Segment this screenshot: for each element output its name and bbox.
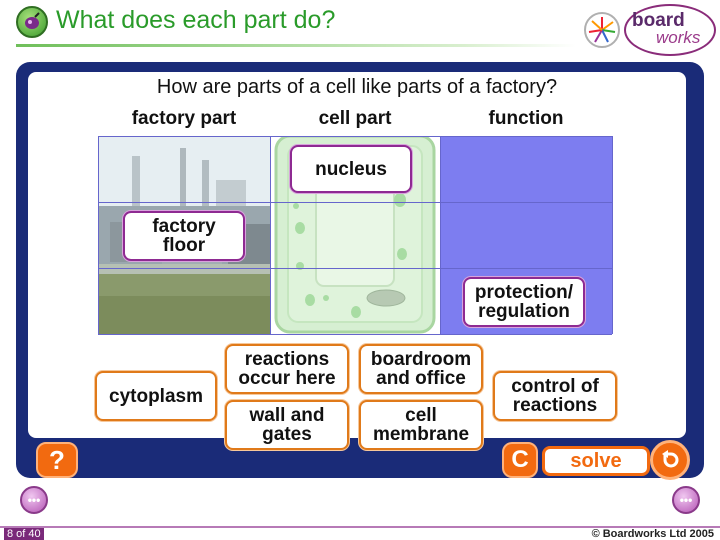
placed-tile-factory-floor[interactable]: factory floor — [123, 211, 245, 261]
grid-line — [440, 136, 441, 334]
title-underline — [16, 44, 576, 47]
footer-rule — [0, 526, 720, 528]
help-button[interactable]: ? — [36, 442, 78, 478]
page-number: 8 of 40 — [4, 528, 44, 540]
tile-cytoplasm[interactable]: cytoplasm — [95, 371, 217, 421]
column-header-function: function — [488, 108, 564, 129]
grid-line — [98, 136, 612, 137]
tile-control-of-reactions[interactable]: control of reactions — [493, 371, 617, 421]
column-header-factory-part: factory part — [131, 108, 237, 129]
grid-line — [612, 136, 613, 334]
logo-word-works: works — [656, 28, 701, 47]
undo-arrow-icon[interactable] — [650, 440, 690, 480]
placed-tile-nucleus[interactable]: nucleus — [290, 145, 412, 193]
grid-line — [98, 334, 612, 335]
tile-cell-membrane[interactable]: cell membrane — [359, 400, 483, 450]
grid-line — [98, 268, 612, 269]
solve-button[interactable]: solve — [542, 446, 650, 476]
previous-slide-button[interactable]: ••• — [20, 486, 48, 514]
cell-icon — [16, 6, 48, 38]
logo-word-board: board — [632, 10, 685, 31]
grid-line — [98, 202, 612, 203]
column-header-cell-part: cell part — [318, 108, 392, 129]
next-slide-button[interactable]: ••• — [672, 486, 700, 514]
reset-button[interactable]: C — [502, 442, 538, 478]
grid-line — [98, 136, 99, 334]
activity-question: How are parts of a cell like parts of a … — [156, 76, 558, 98]
tile-reactions-occur-here[interactable]: reactions occur here — [225, 344, 349, 394]
boardworks-wheel-logo-icon — [584, 12, 620, 48]
placed-tile-protection-regulation[interactable]: protection/ regulation — [463, 277, 585, 327]
grid-line — [270, 136, 271, 334]
boardworks-logo — [624, 4, 716, 56]
tile-wall-and-gates[interactable]: wall and gates — [225, 400, 349, 450]
copyright: © Boardworks Ltd 2005 — [591, 528, 714, 540]
tile-boardroom-and-office[interactable]: boardroom and office — [359, 344, 483, 394]
page-title: What does each part do? — [56, 6, 336, 34]
